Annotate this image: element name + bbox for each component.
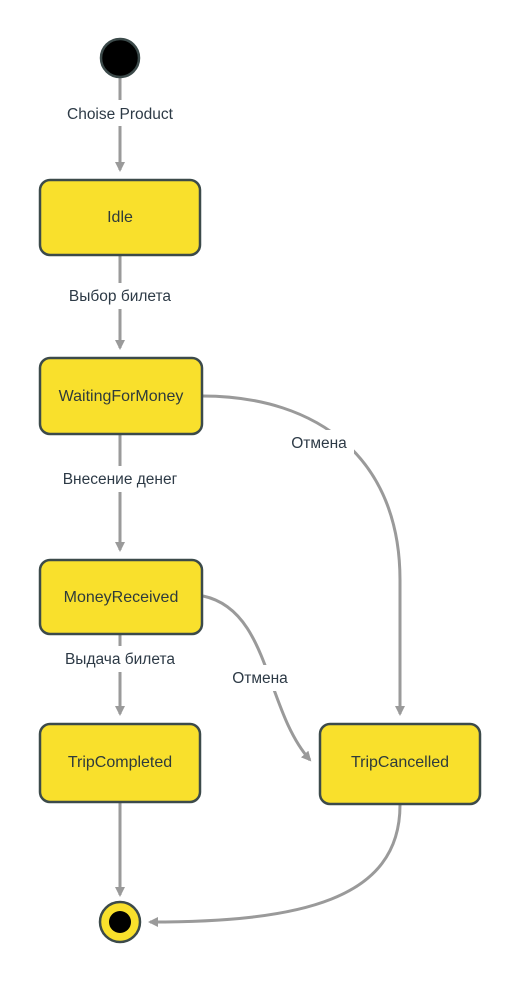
edge-label-bg <box>55 283 185 309</box>
state-trip-cancelled: TripCancelled <box>318 722 482 806</box>
edge-cancelled-to-end <box>148 804 402 927</box>
edge-received-to-cancelled <box>202 594 312 762</box>
state-waiting-for-money-label: WaitingForMoney <box>59 388 184 405</box>
edge-label-bg <box>225 665 295 691</box>
state-trip-cancelled-label: TripCancelled <box>351 754 449 771</box>
state-idle: Idle <box>38 178 202 257</box>
edge-label-choose-product: Choise Product <box>67 106 174 123</box>
edge-label-bg <box>284 430 354 456</box>
initial-node <box>99 37 141 79</box>
state-idle-label: Idle <box>107 209 133 226</box>
edge-label-bg <box>50 646 190 672</box>
edge-label-bg <box>48 466 192 492</box>
edge-label-issue-ticket: Выдача билета <box>65 651 175 668</box>
state-money-received: MoneyReceived <box>38 558 204 636</box>
final-node <box>98 900 142 944</box>
edge-label-cancel-from-waiting: Отмена <box>291 435 347 452</box>
state-trip-completed-label: TripCompleted <box>68 754 172 771</box>
state-trip-completed: TripCompleted <box>38 722 202 804</box>
edge-label-bg <box>52 100 188 126</box>
edge-label-cancel-from-received: Отмена <box>232 670 288 687</box>
edge-label-select-ticket: Выбор билета <box>69 288 172 305</box>
edge-label-deposit-money: Внесение денег <box>63 471 178 488</box>
state-money-received-label: MoneyReceived <box>64 589 179 606</box>
state-waiting-for-money: WaitingForMoney <box>38 356 204 436</box>
